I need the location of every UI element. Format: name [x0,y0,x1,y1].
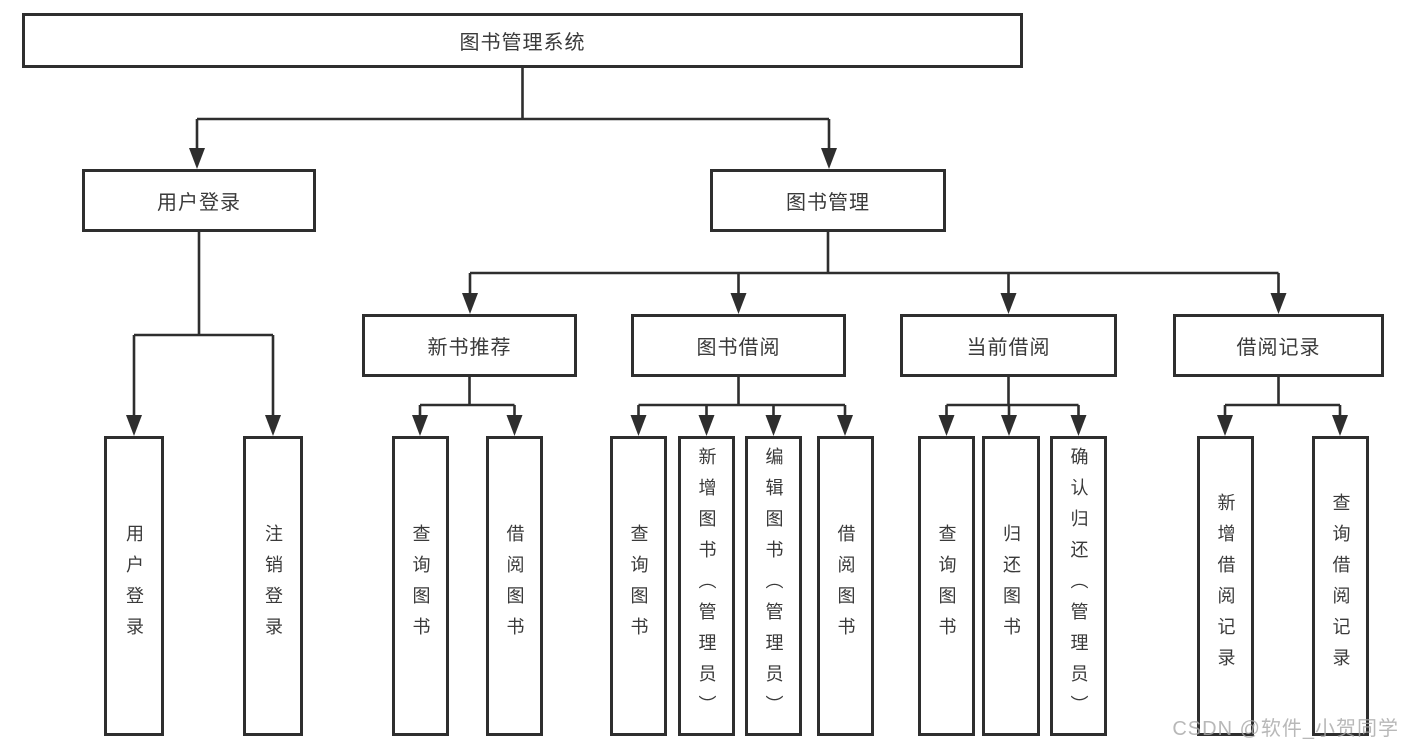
leaf-current-query-books: 查询图书 [918,436,975,736]
leaf-recommend-borrow-books: 借阅图书 [486,436,543,736]
leaf-label: 查询图书 [628,524,649,648]
leaf-borrowing-query-books: 查询图书 [610,436,667,736]
node-label: 当前借阅 [966,337,1051,359]
leaf-label: 查询图书 [410,524,431,648]
leaf-label: 借阅图书 [835,524,856,648]
leaf-borrowing-edit-books-admin: 编辑图书（管理员） [745,436,802,736]
node-root-library-system: 图书管理系统 [22,13,1023,68]
node-borrowing-records: 借阅记录 [1173,314,1384,377]
node-book-management: 图书管理 [710,169,946,232]
arrowhead-icons [126,148,1348,436]
leaf-user-login: 用户登录 [104,436,164,736]
node-book-borrowing: 图书借阅 [631,314,846,377]
leaf-borrowing-borrow-books: 借阅图书 [817,436,874,736]
node-label: 图书借阅 [696,337,781,359]
leaf-label: 确认归还（管理员） [1068,446,1089,726]
leaf-label: 借阅图书 [504,524,525,648]
node-label: 新书推荐 [427,337,512,359]
leaf-borrowing-add-books-admin: 新增图书（管理员） [678,436,735,736]
leaf-records-add-record: 新增借阅记录 [1197,436,1254,736]
leaf-label: 编辑图书（管理员） [763,446,784,726]
leaf-label: 查询借阅记录 [1330,493,1351,679]
leaf-logout: 注销登录 [243,436,303,736]
leaf-current-return-books: 归还图书 [982,436,1040,736]
leaf-label: 注销登录 [263,524,283,648]
leaf-records-query-record: 查询借阅记录 [1312,436,1369,736]
node-current-borrowing: 当前借阅 [900,314,1117,377]
leaf-label: 用户登录 [124,524,144,648]
leaf-label: 新增图书（管理员） [696,446,717,726]
leaf-label: 归还图书 [1001,524,1021,648]
leaf-label: 新增借阅记录 [1215,493,1236,679]
node-label: 图书管理系统 [459,32,586,54]
leaf-recommend-query-books: 查询图书 [392,436,449,736]
node-label: 借阅记录 [1236,337,1321,359]
leaf-label: 查询图书 [936,524,957,648]
node-user-login: 用户登录 [82,169,316,232]
node-new-book-recommend: 新书推荐 [362,314,577,377]
node-label: 图书管理 [786,192,870,214]
node-label: 用户登录 [157,192,241,214]
leaf-current-confirm-return-admin: 确认归还（管理员） [1050,436,1107,736]
